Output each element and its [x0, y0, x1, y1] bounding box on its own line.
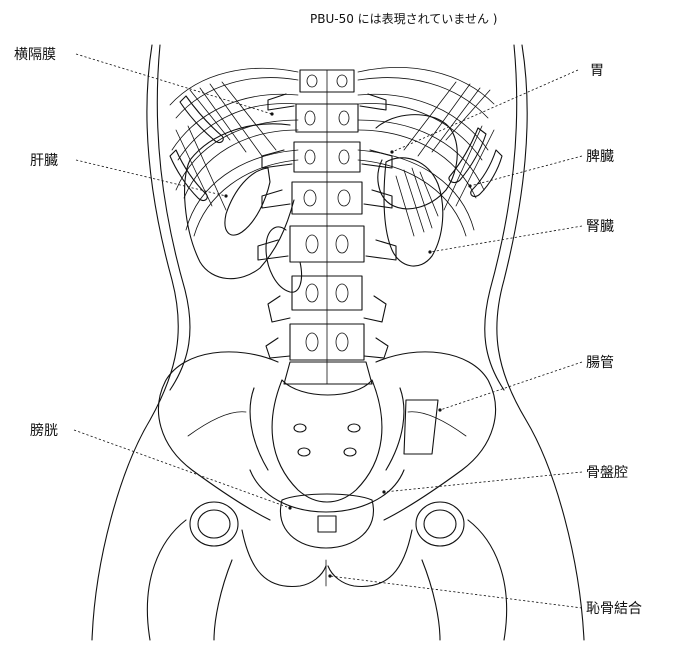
label-kidney: 腎臓 — [586, 216, 614, 236]
label-liver: 肝臓 — [30, 150, 58, 170]
label-stomach: 胃 — [590, 60, 604, 80]
hip-socket-left — [190, 502, 238, 546]
pelvis — [147, 352, 506, 640]
note-text: PBU-50 には表現されていません ) — [310, 10, 497, 27]
sacral-hole-1 — [294, 424, 306, 432]
label-bladder: 膀胱 — [30, 420, 58, 440]
ribs-left — [170, 68, 298, 236]
label-pelvic-cavity: 骨盤腔 — [586, 462, 628, 482]
leader-lines — [74, 54, 582, 608]
kidney-right-shape — [266, 227, 302, 292]
body-outline — [92, 45, 584, 640]
liver-shape — [185, 124, 294, 279]
ribs-right — [358, 67, 502, 236]
label-pubic-symphysis: 恥骨結合 — [586, 598, 642, 618]
intestine-shape — [404, 400, 438, 454]
hip-socket-right — [416, 502, 464, 546]
label-intestine: 腸管 — [586, 352, 614, 372]
label-spleen: 脾臓 — [586, 146, 614, 166]
label-diaphragm: 横隔膜 — [14, 44, 56, 64]
